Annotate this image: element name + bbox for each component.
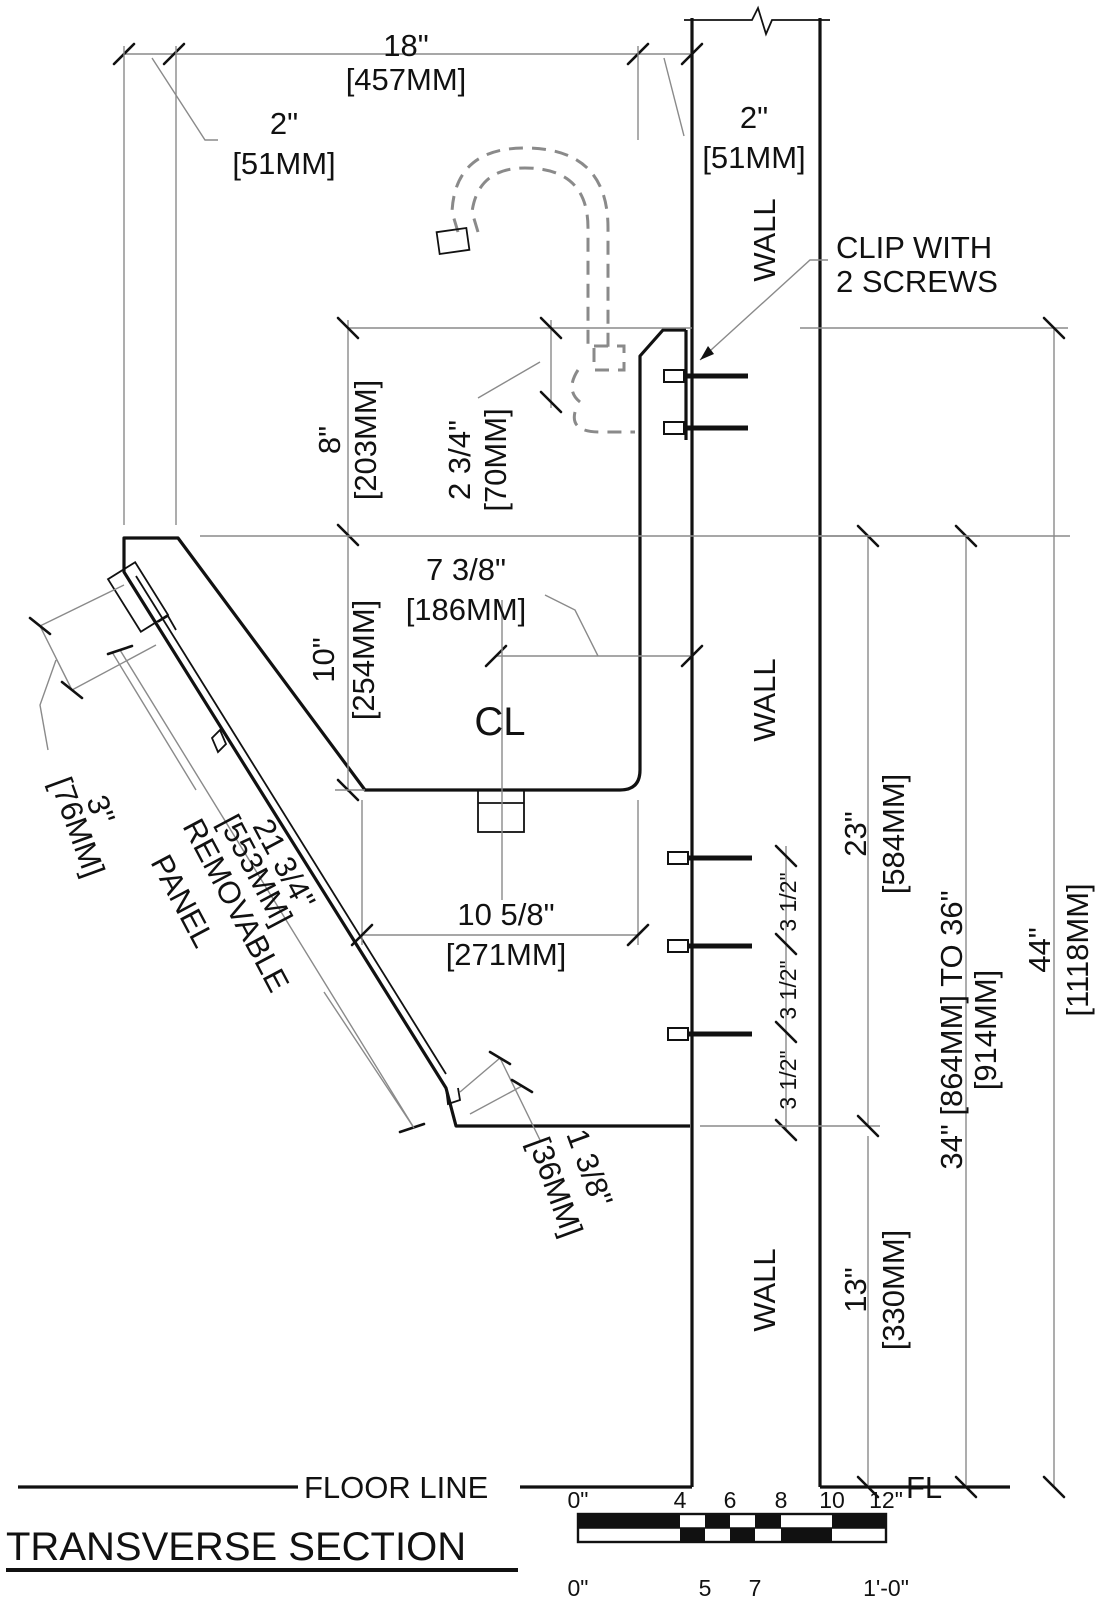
- scale-bottom-12: 1'-0": [863, 1575, 909, 1600]
- dim-3-mm: [76MM]: [43, 772, 111, 881]
- dim-8-mm: [203MM]: [348, 380, 383, 501]
- wall-label-top: WALL: [747, 198, 782, 281]
- faucet-dashed: [435, 146, 635, 434]
- drawing-title: TRANSVERSE SECTION: [6, 1525, 466, 1569]
- dim-7-3-8-in: 7 3/8": [426, 552, 506, 587]
- clip-note-line-2: 2 SCREWS: [836, 264, 998, 299]
- title-block: TRANSVERSE SECTION: [6, 1525, 518, 1572]
- dim-18-mm: [457MM]: [346, 62, 467, 97]
- screw-spacing-2: 3 1/2": [775, 960, 801, 1019]
- dim-10-5-8-in: 10 5/8": [457, 897, 554, 932]
- dim-34-36-line-1: 34" [864MM] TO 36": [934, 890, 969, 1169]
- dim-13-mm: [330MM]: [876, 1230, 911, 1351]
- dim-2-right-mm: [51MM]: [702, 140, 805, 175]
- scale-bottom-5: 5: [699, 1575, 712, 1600]
- dim-8-in: 8": [312, 426, 347, 454]
- scale-top-12: 12": [869, 1487, 903, 1513]
- dim-10-in: 10": [306, 637, 341, 683]
- dim-44-in: 44": [1022, 927, 1057, 973]
- scale-top-4: 4: [674, 1487, 687, 1513]
- screw-bottom-3: [667, 1027, 752, 1041]
- scale-top-10: 10: [819, 1487, 845, 1513]
- scale-bar: 0" 4 6 8 10 12" 0" 5 7 1'-0": [568, 1487, 909, 1600]
- wall-label-middle: WALL: [747, 658, 782, 741]
- screw-bottom-2: [667, 939, 752, 953]
- screw-top-1: [663, 369, 748, 383]
- dim-2-3-4-in: 2 3/4": [442, 420, 477, 500]
- clip-note-line-1: CLIP WITH: [836, 230, 992, 265]
- dim-2-3-4-mm: [70MM]: [478, 408, 513, 511]
- fl-label: FL: [906, 1470, 942, 1505]
- dim-7-3-8-mm: [186MM]: [406, 592, 527, 627]
- dim-10-5-8-mm: [271MM]: [446, 937, 567, 972]
- dim-44-mm: [1118MM]: [1060, 883, 1095, 1016]
- screw-spacing-3: 3 1/2": [775, 1050, 801, 1109]
- dim-10-mm: [254MM]: [346, 600, 381, 721]
- screw-bottom-1: [667, 851, 752, 865]
- screw-spacing-1: 3 1/2": [775, 872, 801, 931]
- floor-line: FLOOR LINE: [18, 1470, 692, 1505]
- centerline-symbol: CL: [474, 700, 525, 744]
- screw-top-2: [663, 421, 748, 435]
- dim-2-right-in: 2": [740, 100, 768, 135]
- dim-2-left-mm: [51MM]: [232, 146, 335, 181]
- dim-2-left-in: 2": [270, 106, 298, 141]
- scale-top-0: 0": [568, 1487, 589, 1513]
- dim-13-in: 13": [838, 1267, 873, 1313]
- scale-top-6: 6: [724, 1487, 737, 1513]
- dimension-lines: [28, 42, 1070, 1499]
- wall-label-bottom: WALL: [747, 1248, 782, 1331]
- wall-screws: [663, 369, 752, 1041]
- scale-bottom-7: 7: [749, 1575, 762, 1600]
- floor-line-label: FLOOR LINE: [304, 1470, 488, 1505]
- dim-34-36-line-2: [914MM]: [968, 970, 1003, 1091]
- dim-18-in: 18": [383, 28, 429, 63]
- scale-top-8: 8: [775, 1487, 788, 1513]
- scale-bottom-0: 0": [568, 1575, 589, 1600]
- dim-23-mm: [584MM]: [876, 774, 911, 895]
- wall: [684, 5, 1010, 1489]
- sink-outline: [106, 328, 690, 1128]
- dim-23-in: 23": [838, 811, 873, 857]
- dimension-labels: 18" [457MM] 2" [51MM] 2" [51MM] CLIP WIT…: [43, 28, 1095, 1505]
